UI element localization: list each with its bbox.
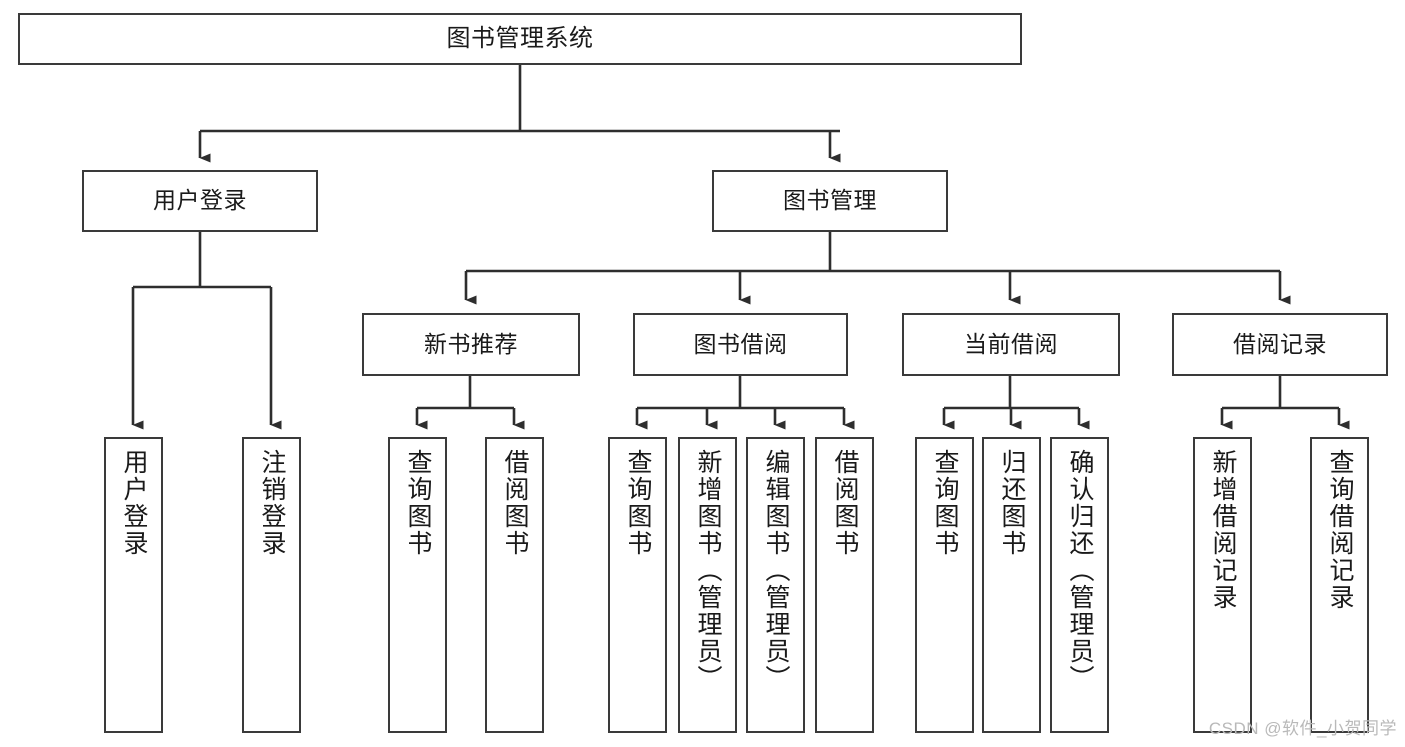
leaf-confirm-return-admin[interactable]: 确认归还（管理员）	[1050, 437, 1109, 733]
leaf-borrow-book-newbook[interactable]: 借阅图书	[485, 437, 544, 733]
leaf-user-login[interactable]: 用户登录	[104, 437, 163, 733]
node-label: 新增借阅记录	[1209, 449, 1237, 611]
node-label: 图书管理	[783, 187, 877, 214]
node-label: 图书管理系统	[446, 24, 594, 52]
leaf-query-book-current[interactable]: 查询图书	[915, 437, 974, 733]
leaf-borrow-book[interactable]: 借阅图书	[815, 437, 874, 733]
node-root-book-management-system[interactable]: 图书管理系统	[18, 13, 1022, 65]
node-label: 确认归还（管理员）	[1066, 449, 1094, 692]
node-label: 用户登录	[153, 187, 247, 214]
node-label: 当前借阅	[964, 330, 1058, 357]
node-label: 借阅图书	[831, 449, 859, 557]
leaf-query-book-borrow[interactable]: 查询图书	[608, 437, 667, 733]
leaf-edit-book-admin[interactable]: 编辑图书（管理员）	[746, 437, 805, 733]
node-label: 新书推荐	[424, 330, 518, 357]
node-label: 查询图书	[931, 449, 959, 557]
node-label: 新增图书（管理员）	[694, 449, 722, 692]
leaf-logout[interactable]: 注销登录	[242, 437, 301, 733]
node-label: 注销登录	[258, 449, 286, 557]
csdn-watermark: CSDN @软件_小贺同学	[1208, 719, 1397, 738]
leaf-query-borrow-record[interactable]: 查询借阅记录	[1310, 437, 1369, 733]
node-user-login[interactable]: 用户登录	[82, 170, 318, 232]
node-new-book-recommendation[interactable]: 新书推荐	[362, 313, 580, 376]
leaf-add-book-admin[interactable]: 新增图书（管理员）	[678, 437, 737, 733]
node-current-borrowing[interactable]: 当前借阅	[902, 313, 1120, 376]
node-label: 查询图书	[404, 449, 432, 557]
leaf-add-borrow-record[interactable]: 新增借阅记录	[1193, 437, 1252, 733]
node-label: 用户登录	[120, 449, 148, 557]
node-label: 查询借阅记录	[1326, 449, 1354, 611]
leaf-return-book[interactable]: 归还图书	[982, 437, 1041, 733]
node-label: 图书借阅	[693, 330, 788, 357]
node-book-borrowing[interactable]: 图书借阅	[633, 313, 848, 376]
node-label: 借阅图书	[501, 449, 529, 557]
node-label: 归还图书	[998, 449, 1026, 557]
node-borrowing-record[interactable]: 借阅记录	[1172, 313, 1388, 376]
node-label: 借阅记录	[1233, 330, 1327, 357]
leaf-query-book-newbook[interactable]: 查询图书	[388, 437, 447, 733]
node-book-management[interactable]: 图书管理	[712, 170, 948, 232]
node-label: 编辑图书（管理员）	[762, 449, 790, 692]
node-label: 查询图书	[624, 449, 652, 557]
